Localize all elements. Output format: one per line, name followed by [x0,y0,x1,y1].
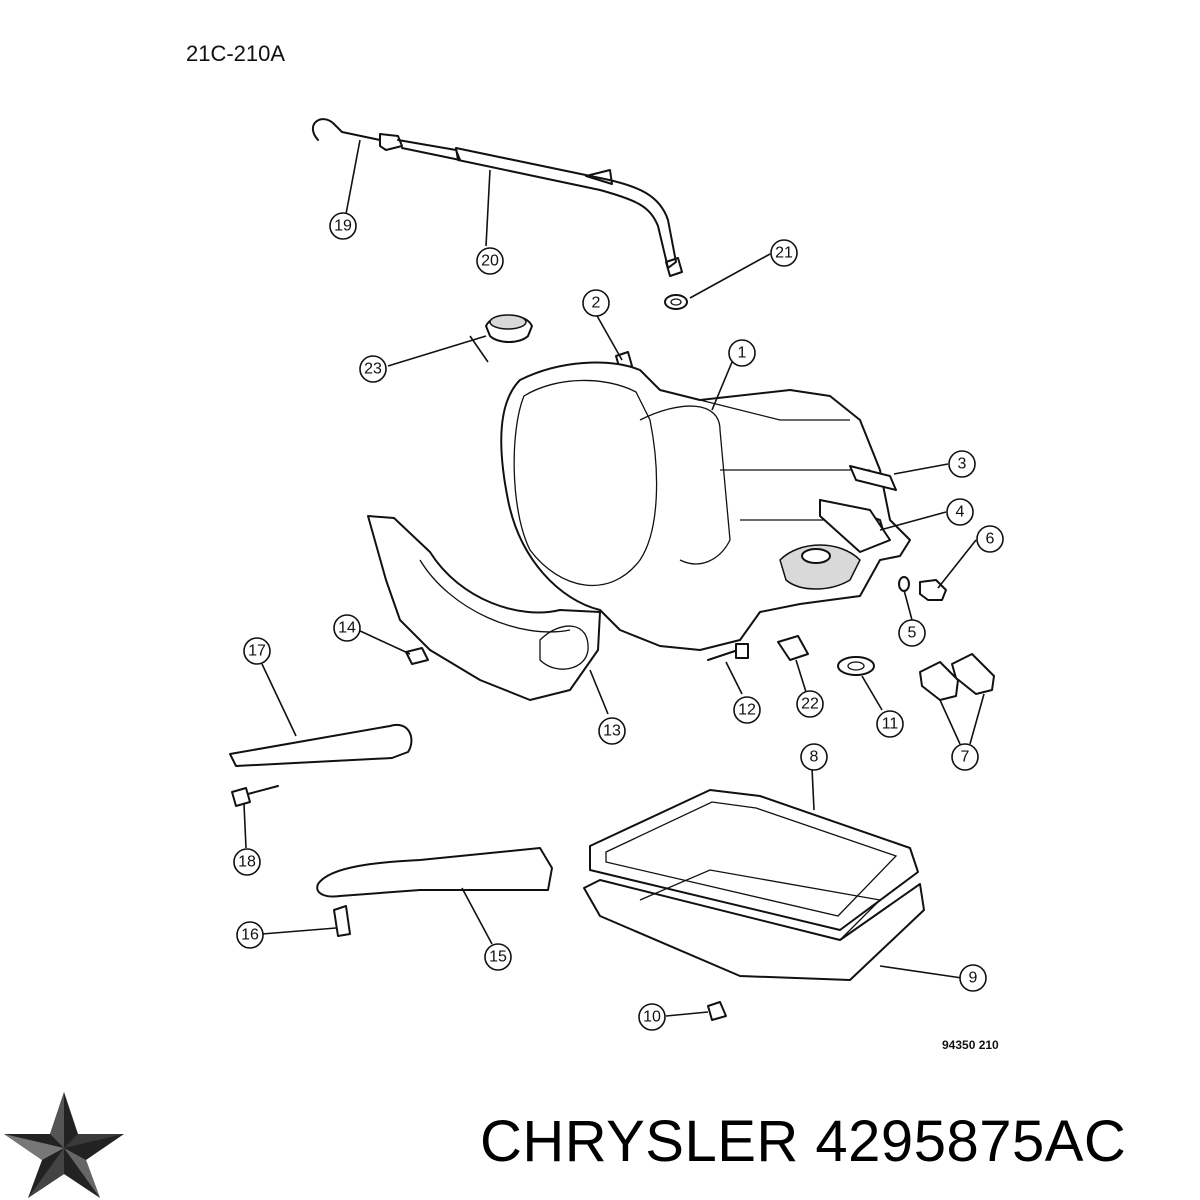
drawing-number: 94350 210 [942,1038,999,1052]
callout-12: 12 [733,696,761,724]
leader-lines [243,139,985,1017]
svg-text:23: 23 [364,361,382,378]
drain-plug-10 [707,1001,727,1021]
svg-text:8: 8 [810,749,819,766]
brace-17 [229,723,413,767]
transmission-case [500,361,911,651]
bracket-4 [819,499,891,553]
washer-11 [837,656,875,676]
cover-15 [316,847,553,898]
plug-23 [485,314,533,343]
part-caption: CHRYSLER 4295875AC [480,1109,1127,1174]
oring-5 [898,576,910,592]
svg-text:18: 18 [238,854,256,871]
bolt-14 [405,647,429,665]
callout-15: 15 [484,943,512,971]
bracket-3 [849,465,897,491]
svg-text:19: 19 [334,218,352,235]
callout-8: 8 [800,743,828,771]
svg-text:5: 5 [908,625,917,642]
bolt-16 [333,905,351,937]
callout-3: 3 [948,450,976,478]
plug-22 [777,635,809,661]
bolt-18 [231,785,279,807]
callout-18: 18 [233,848,261,876]
callout-17: 17 [243,637,271,665]
svg-text:15: 15 [489,949,507,966]
callout-4: 4 [946,498,974,526]
svg-text:4: 4 [956,504,965,521]
callout-10: 10 [638,1003,666,1031]
callout-23: 23 [359,355,387,383]
svg-text:2: 2 [592,295,601,312]
chrysler-pentastar-logo [4,1092,124,1198]
callout-5: 5 [898,619,926,647]
switches-7 [919,653,995,701]
callout-2: 2 [582,289,610,317]
bolt-12 [707,643,749,661]
svg-text:12: 12 [738,702,756,719]
svg-text:17: 17 [248,643,266,660]
svg-text:13: 13 [603,723,621,740]
callout-21: 21 [770,239,798,267]
adapter-plate [367,515,601,701]
gasket-8 [589,789,919,931]
callout-16: 16 [236,921,264,949]
svg-text:14: 14 [338,620,356,637]
callout-11: 11 [876,710,904,738]
svg-text:22: 22 [801,696,819,713]
diagram-code: 21C-210A [186,41,285,66]
svg-text:1: 1 [738,345,747,362]
svg-text:16: 16 [241,927,259,944]
svg-text:3: 3 [958,456,967,473]
callout-20: 20 [476,247,504,275]
callout-6: 6 [976,525,1004,553]
svg-text:9: 9 [969,970,978,987]
callout-13: 13 [598,717,626,745]
callout-14: 14 [333,614,361,642]
svg-text:10: 10 [643,1009,661,1026]
callout-1: 1 [728,339,756,367]
seal-21 [664,294,688,310]
callout-9: 9 [959,964,987,992]
svg-text:11: 11 [882,716,899,733]
svg-text:20: 20 [481,253,499,270]
svg-text:6: 6 [986,531,995,548]
svg-text:21: 21 [775,245,793,262]
callout-22: 22 [796,690,824,718]
svg-text:7: 7 [961,749,970,766]
callout-7: 7 [951,743,979,771]
dipstick-tube [311,118,683,277]
oil-pan-9 [583,869,925,981]
callout-19: 19 [329,212,357,240]
